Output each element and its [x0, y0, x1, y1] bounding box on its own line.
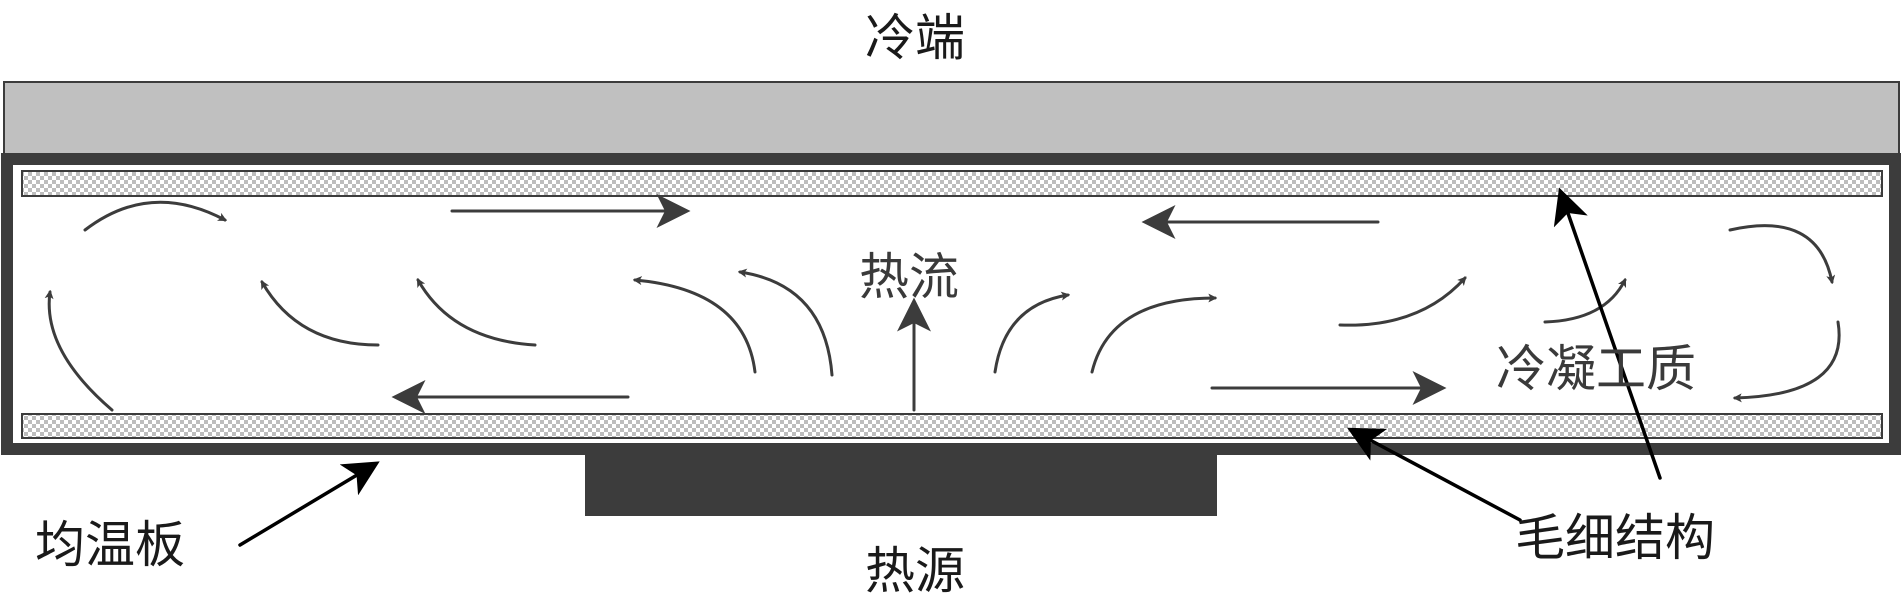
wick-layer-bottom [21, 413, 1883, 439]
curved-flow-arrow-icon [1090, 293, 1218, 374]
cold-plate [3, 81, 1900, 158]
curved-flow-arrow-icon [632, 276, 757, 374]
flow-arrows [44, 194, 1841, 414]
leader-arrow-icon [1553, 187, 1662, 480]
label-vapor-chamber: 均温板 [35, 516, 185, 574]
label-condensed-fluid: 冷凝工质 [1496, 340, 1696, 398]
leader-arrow-icon [1347, 427, 1522, 522]
curved-flow-arrow-icon [1338, 276, 1467, 327]
curved-flow-arrow-icon [416, 278, 537, 347]
curved-flow-arrow-icon [44, 289, 114, 412]
leader-arrows [238, 187, 1662, 547]
label-cold-end: 冷端 [865, 9, 965, 67]
curved-flow-arrow-icon [737, 268, 834, 377]
curved-flow-arrow-icon [83, 200, 227, 232]
leader-arrow-icon [238, 461, 380, 547]
label-heat-source: 热源 [865, 542, 965, 600]
curved-flow-arrow-icon [1732, 320, 1841, 403]
curved-flow-arrow-icon [1543, 277, 1627, 324]
heat-source-block [585, 454, 1217, 516]
label-heat-flow: 热流 [859, 248, 959, 306]
curved-flow-arrow-icon [260, 280, 380, 347]
wick-layer-top [21, 170, 1883, 197]
label-wick-structure: 毛细结构 [1515, 509, 1715, 567]
curved-flow-arrow-icon [1728, 224, 1836, 285]
curved-flow-arrow-icon [993, 291, 1071, 374]
